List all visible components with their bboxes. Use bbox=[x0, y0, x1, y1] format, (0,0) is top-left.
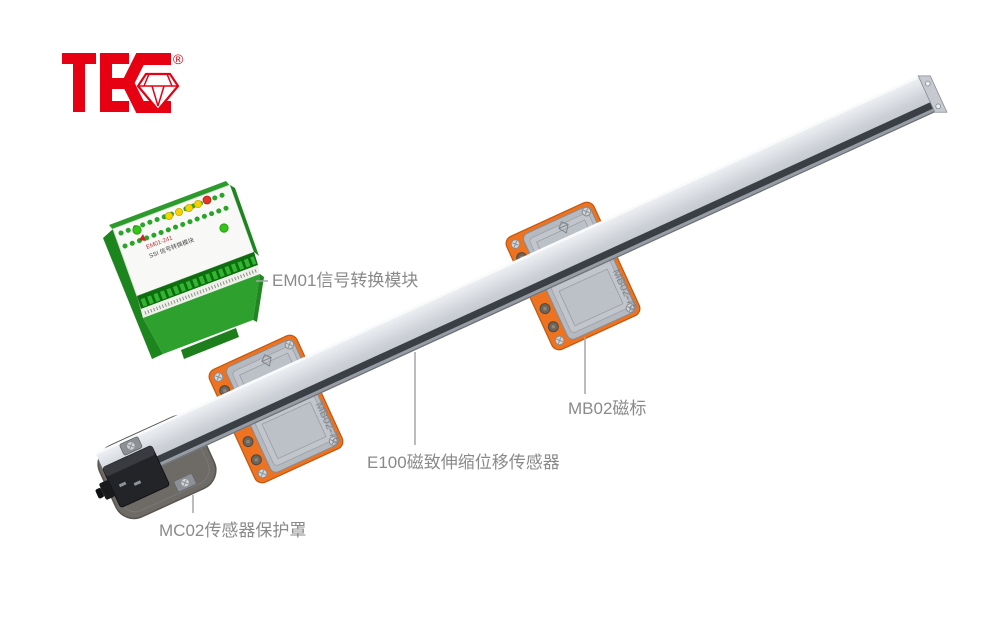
connector-tip bbox=[95, 488, 104, 499]
tec-logo: ® bbox=[62, 51, 184, 113]
module-din-foot bbox=[181, 328, 239, 359]
logo-letter-t bbox=[62, 53, 96, 112]
logo-letter-e bbox=[100, 53, 129, 112]
label-mb02: MB02磁标 bbox=[568, 399, 646, 418]
rail-bottom-line bbox=[111, 111, 935, 489]
led-yellow bbox=[174, 207, 183, 216]
sensor-head-marking bbox=[118, 481, 127, 488]
module-brand-mark-icon bbox=[139, 234, 146, 241]
connector bbox=[99, 480, 115, 500]
rail-bottom-edge bbox=[110, 108, 935, 489]
led-yellow bbox=[164, 211, 173, 220]
em01-module: EM01-241 SSI 信号转换模块 bbox=[103, 181, 264, 359]
module-left-face bbox=[103, 229, 163, 359]
module-status-leds bbox=[132, 195, 229, 235]
module-right-face bbox=[253, 274, 264, 322]
led-red bbox=[202, 195, 212, 205]
logo-diamond-facets bbox=[138, 73, 178, 107]
registered-mark: ® bbox=[173, 51, 184, 67]
end-cap-screw bbox=[924, 80, 931, 87]
terminal-block-row bbox=[140, 256, 257, 307]
led-green bbox=[132, 225, 142, 235]
e100-sensor-rail bbox=[95, 75, 948, 489]
module-right-edge bbox=[230, 185, 259, 256]
module-front-body bbox=[143, 274, 260, 354]
label-em01: EM01信号转换模块 bbox=[272, 271, 418, 290]
sensor-head-marking bbox=[133, 480, 142, 486]
led-yellow bbox=[193, 199, 202, 208]
rail-dark-stripe bbox=[107, 102, 934, 486]
label-mc02: MC02传感器保护罩 bbox=[159, 521, 306, 540]
rail-top-highlight bbox=[95, 75, 920, 455]
sensor-head-top-facet bbox=[103, 446, 155, 476]
logo-letter-c bbox=[121, 53, 171, 113]
label-e100: E100磁致伸缩位移传感器 bbox=[367, 453, 560, 472]
rail-body bbox=[95, 75, 935, 489]
led-green bbox=[219, 223, 229, 233]
logo-diamond-icon bbox=[136, 72, 180, 112]
end-cap-screw bbox=[935, 103, 941, 110]
mc02-cover-front bbox=[95, 436, 197, 508]
led-yellow bbox=[184, 203, 193, 212]
